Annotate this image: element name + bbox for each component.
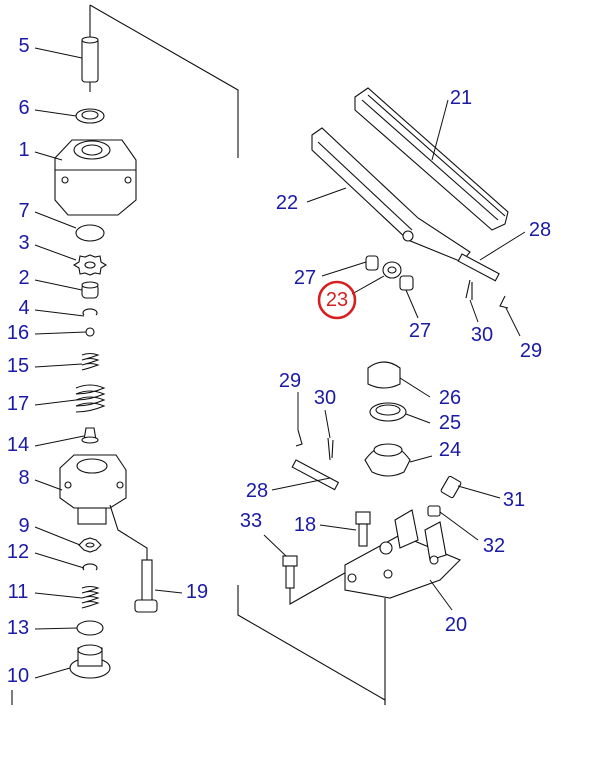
- label-part-3[interactable]: 3: [18, 232, 29, 254]
- label-part-6[interactable]: 6: [18, 97, 29, 119]
- label-part-12[interactable]: 12: [7, 541, 29, 563]
- part-7-o-ring[interactable]: [75, 224, 105, 242]
- part-29-clip-lower[interactable]: [295, 429, 303, 447]
- label-part-15[interactable]: 15: [7, 355, 29, 377]
- part-16-ball[interactable]: [85, 327, 95, 337]
- label-part-28-upper[interactable]: 28: [529, 219, 551, 241]
- label-part-19[interactable]: 19: [186, 581, 208, 603]
- part-30-cotter-pin-lower[interactable]: [327, 437, 334, 461]
- part-29-clip-upper[interactable]: [499, 295, 509, 309]
- part-11-spring[interactable]: [81, 585, 100, 609]
- label-part-28-lower[interactable]: 28: [246, 480, 268, 502]
- part-10-cap[interactable]: [69, 644, 111, 679]
- assembly-frame-lines: [11, 4, 386, 705]
- label-part-23[interactable]: 23: [326, 289, 348, 311]
- part-33-bolt[interactable]: [282, 555, 351, 605]
- part-12-snap-ring[interactable]: [82, 563, 98, 571]
- label-part-25[interactable]: 25: [439, 412, 461, 434]
- label-part-16[interactable]: 16: [7, 322, 29, 344]
- part-4-snap-ring[interactable]: [82, 308, 98, 316]
- part-25-seal[interactable]: [369, 402, 407, 422]
- part-28-pin-upper[interactable]: [457, 253, 500, 282]
- label-part-26[interactable]: 26: [439, 387, 461, 409]
- label-part-33[interactable]: 33: [240, 510, 262, 532]
- part-number-labels: 5 6 1 7 3 2 4 16 15 17 14 8 9 12 11 13 1…: [7, 35, 551, 687]
- label-part-32[interactable]: 32: [483, 535, 505, 557]
- label-part-20[interactable]: 20: [445, 614, 467, 636]
- leader-lines: [34, 47, 526, 679]
- part-32-plug[interactable]: [427, 505, 441, 517]
- part-17-spring[interactable]: [75, 384, 106, 413]
- label-part-31[interactable]: 31: [503, 489, 525, 511]
- label-part-1[interactable]: 1: [18, 139, 29, 161]
- part-21-pedal-pad[interactable]: [354, 87, 509, 231]
- part-31-fitting[interactable]: [440, 475, 462, 499]
- label-part-22[interactable]: 22: [276, 192, 298, 214]
- label-part-27-left[interactable]: 27: [294, 267, 316, 289]
- label-part-24[interactable]: 24: [439, 439, 461, 461]
- part-9-lock-washer[interactable]: [78, 537, 102, 553]
- label-part-14[interactable]: 14: [7, 434, 29, 456]
- part-23-collar[interactable]: [382, 261, 402, 279]
- label-part-30-upper[interactable]: 30: [471, 324, 493, 346]
- highlight-circle-23: [317, 280, 357, 320]
- part-5-pin[interactable]: [81, 36, 99, 92]
- part-1-valve-body[interactable]: [54, 139, 137, 216]
- label-part-5[interactable]: 5: [18, 35, 29, 57]
- label-part-27-right[interactable]: 27: [409, 320, 431, 342]
- part-24-boot[interactable]: [364, 443, 411, 477]
- label-part-30-lower[interactable]: 30: [314, 387, 336, 409]
- part-2-retainer[interactable]: [81, 281, 99, 299]
- label-part-17[interactable]: 17: [7, 393, 29, 415]
- part-28-pin-lower[interactable]: [291, 459, 340, 491]
- label-part-7[interactable]: 7: [18, 200, 29, 222]
- label-part-13[interactable]: 13: [7, 617, 29, 639]
- part-3-lock-washer[interactable]: [72, 254, 108, 276]
- label-part-29-lower[interactable]: 29: [279, 370, 301, 392]
- label-part-18[interactable]: 18: [294, 514, 316, 536]
- part-14-plunger[interactable]: [81, 427, 99, 444]
- label-part-21[interactable]: 21: [450, 87, 472, 109]
- part-30-cotter-pin-upper[interactable]: [465, 279, 473, 300]
- label-part-9[interactable]: 9: [18, 515, 29, 537]
- part-15-spring[interactable]: [81, 352, 100, 371]
- label-part-11[interactable]: 11: [8, 581, 29, 603]
- part-6-seal-ring[interactable]: [75, 108, 105, 124]
- part-8-valve-body[interactable]: [59, 454, 148, 560]
- part-27-bushing-right[interactable]: [399, 275, 414, 291]
- part-26-cap[interactable]: [367, 361, 401, 389]
- label-part-4[interactable]: 4: [18, 297, 29, 319]
- label-part-10[interactable]: 10: [7, 665, 29, 687]
- part-13-o-ring[interactable]: [76, 620, 104, 636]
- label-part-29-upper[interactable]: 29: [520, 340, 542, 362]
- label-part-2[interactable]: 2: [18, 267, 29, 289]
- part-18-bolt[interactable]: [355, 511, 371, 547]
- part-27-bushing-left[interactable]: [365, 255, 379, 271]
- part-19-bolt[interactable]: [134, 559, 158, 613]
- part-22-pedal-arm[interactable]: [311, 127, 471, 263]
- label-part-8[interactable]: 8: [18, 467, 29, 489]
